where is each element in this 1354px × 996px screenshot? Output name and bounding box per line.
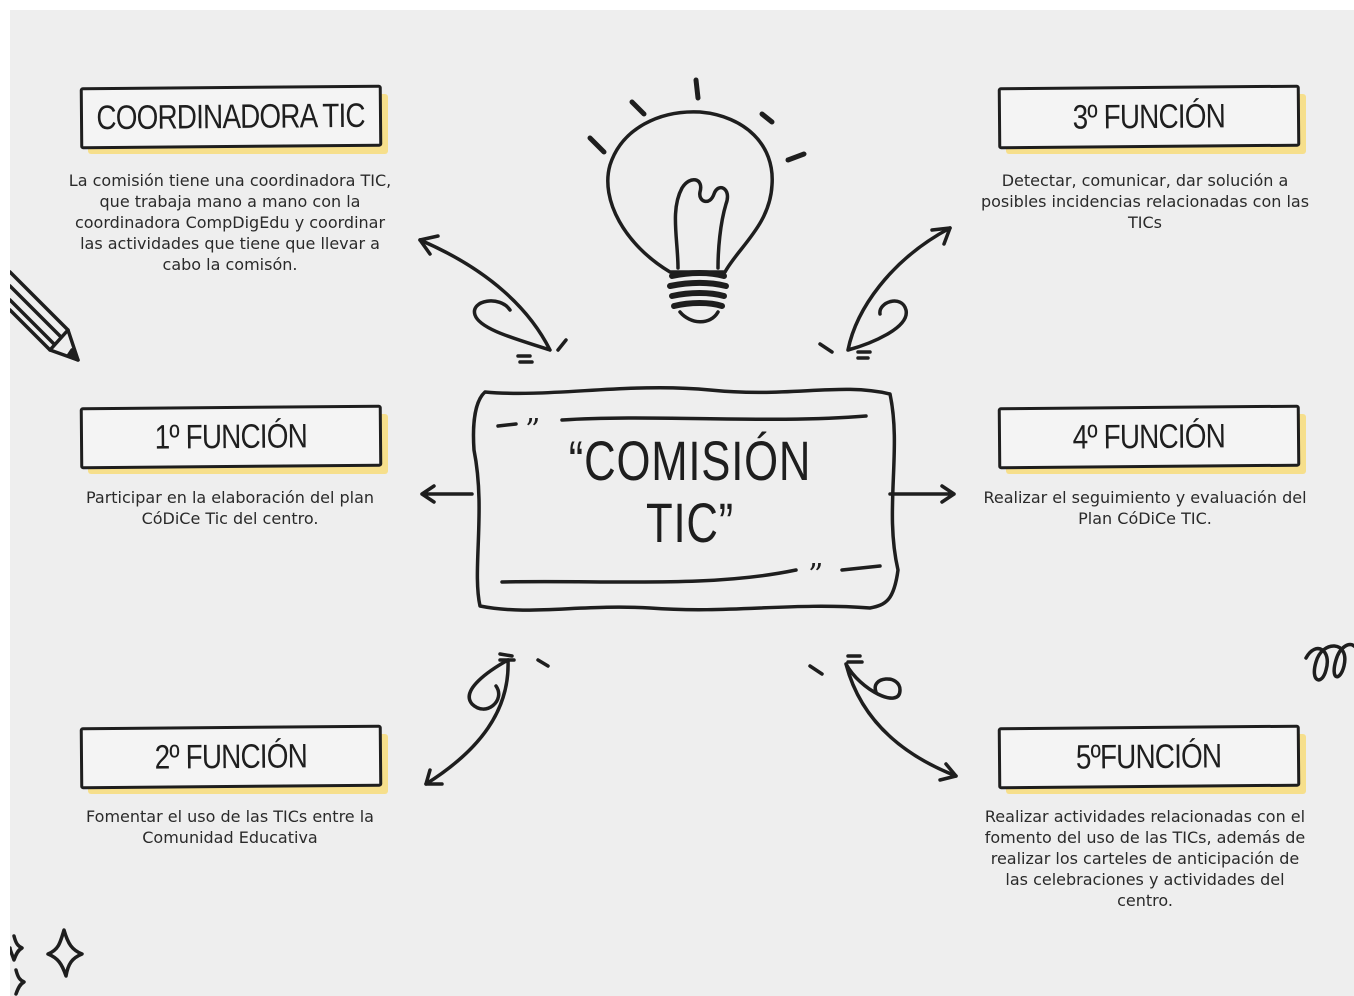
node-description: Realizar actividades relacionadas con el… [984, 807, 1306, 910]
node-funcion-2: 2º FUNCIÓN [79, 724, 388, 794]
center-frame: ” ” [471, 385, 900, 612]
node-title: 2º FUNCIÓN [154, 736, 308, 777]
center-title-line2: TIC” [645, 491, 735, 554]
node-funcion-1: 1º FUNCIÓN [79, 404, 388, 474]
node-description: La comisión tiene una coordinadora TIC, … [68, 171, 392, 274]
node-description: Participar en la elaboración del plan Có… [85, 488, 375, 528]
node-coordinadora-tic: COORDINADORA TIC [79, 84, 388, 154]
mind-map-canvas: ” ” [10, 10, 1354, 996]
arrow-to-funcion-1 [420, 484, 474, 504]
node-funcion-4: 4º FUNCIÓN [997, 404, 1306, 474]
sparkle-icon [10, 928, 84, 996]
lightbulb-icon [587, 77, 807, 324]
node-title: 5ºFUNCIÓN [1076, 736, 1222, 777]
node-title: 1º FUNCIÓN [154, 416, 308, 457]
node-description: Detectar, comunicar, dar solución a posi… [980, 171, 1310, 232]
svg-text:”: ” [525, 413, 540, 448]
doodle-layer: ” ” [10, 77, 1354, 996]
node-description: Fomentar el uso de las TICs entre la Com… [86, 807, 374, 847]
arrow-to-funcion-4 [888, 484, 956, 504]
node-funcion-3: 3º FUNCIÓN [997, 84, 1306, 154]
arrow-to-funcion-3 [818, 226, 952, 360]
center-title: “COMISIÓN TIC” [542, 430, 838, 554]
arrow-to-funcion-2 [424, 652, 550, 786]
node-title: 3º FUNCIÓN [1072, 96, 1226, 137]
arrow-to-funcion-5 [808, 654, 958, 782]
squiggle-icon [1304, 642, 1354, 682]
node-funcion-5: 5ºFUNCIÓN [997, 724, 1306, 794]
center-title-line1: “COMISIÓN [568, 429, 812, 492]
node-description: Realizar el seguimiento y evaluación del… [983, 488, 1307, 528]
node-title: COORDINADORA TIC [96, 96, 366, 137]
svg-text:”: ” [808, 558, 823, 593]
arrow-to-coordinadora [418, 234, 568, 364]
pencil-icon [10, 270, 80, 362]
node-title: 4º FUNCIÓN [1072, 416, 1226, 457]
